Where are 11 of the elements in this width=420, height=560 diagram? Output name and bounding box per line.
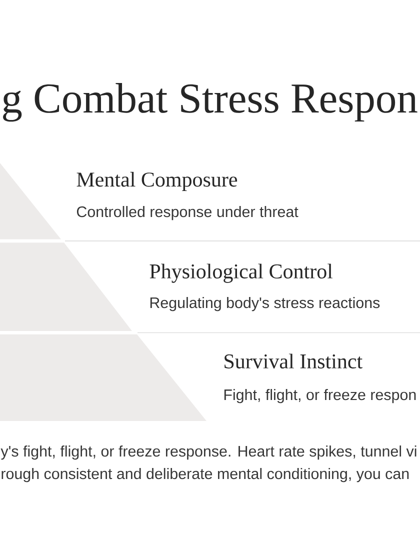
- body-text: y's fight, flight, or freeze response. Heart rate spikes, tunnel vi: [0, 445, 416, 460]
- tier-description: Regulating body's stress reactions: [150, 296, 380, 312]
- pyramid-tier: [0, 334, 206, 421]
- tier-description: Controlled response under threat: [76, 206, 298, 220]
- tier-heading: Physiological Control: [150, 264, 333, 283]
- title: g Combat Stress Respon: [3, 83, 418, 122]
- pyramid-tier: [0, 242, 132, 331]
- body-text: rough consistent and deliberate mental conditioning, you can: [2, 468, 409, 482]
- tier-heading: Mental Composure: [76, 172, 238, 191]
- tier-description: Fight, flight, or freeze respon: [224, 388, 416, 404]
- tier-heading: Survival Instinct: [224, 354, 362, 368]
